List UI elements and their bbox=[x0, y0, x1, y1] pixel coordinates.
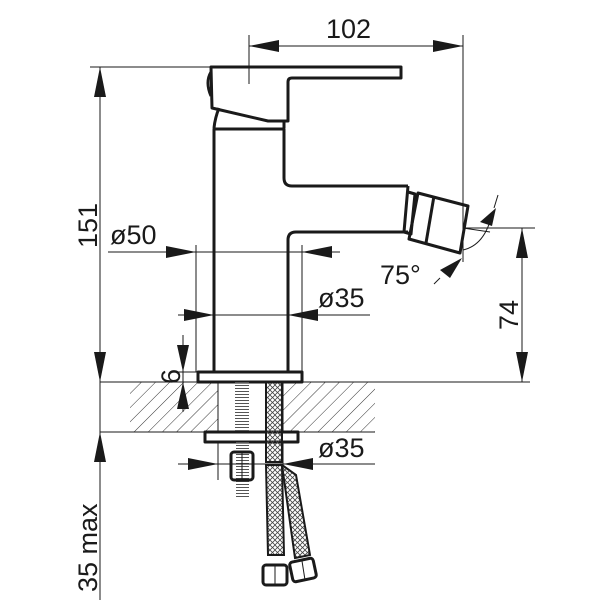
dim-height-151: 151 bbox=[73, 203, 103, 248]
nozzle bbox=[407, 191, 470, 255]
bottom-washer bbox=[203, 430, 300, 444]
dim-spout-74: 74 bbox=[494, 300, 524, 330]
dim-flange-6: 6 bbox=[156, 369, 186, 384]
fixing-stud bbox=[229, 382, 255, 498]
dim-counter-35max: 35 max bbox=[73, 503, 103, 592]
dim-width-102: 102 bbox=[326, 14, 371, 44]
base-flange bbox=[196, 370, 304, 384]
faucet-column bbox=[212, 127, 408, 372]
dim-diameter-35-bottom: ø35 bbox=[318, 433, 365, 463]
faucet-body bbox=[196, 65, 470, 444]
hoses bbox=[261, 381, 318, 587]
dim-diameter-50: ø50 bbox=[110, 220, 157, 250]
dim-diameter-35-body: ø35 bbox=[318, 283, 365, 313]
dim-angle-75: 75° bbox=[380, 260, 421, 290]
dimension-lines bbox=[90, 35, 535, 600]
handle-knob bbox=[206, 71, 213, 97]
countertop bbox=[100, 381, 530, 433]
lever-handle bbox=[209, 65, 403, 123]
